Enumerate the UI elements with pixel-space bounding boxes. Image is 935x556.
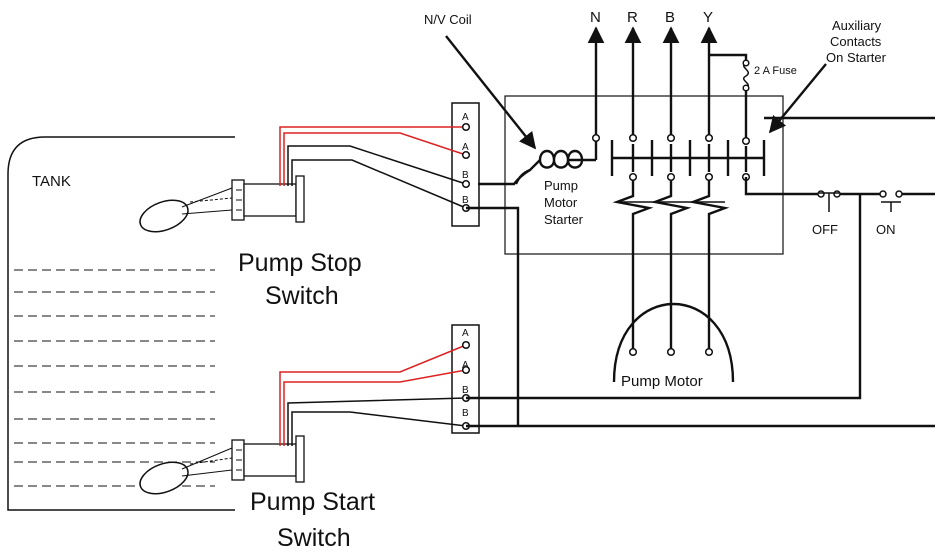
- svg-text:B: B: [462, 385, 469, 396]
- fuse-label: 2 A Fuse: [754, 65, 797, 77]
- pump-motor-starter-box: [504, 95, 784, 255]
- svg-text:B: B: [462, 170, 469, 181]
- pump-motor: [612, 230, 735, 383]
- svg-text:N: N: [590, 9, 601, 26]
- svg-text:A: A: [462, 112, 469, 123]
- off-button-label: OFF: [812, 222, 838, 237]
- svg-text:B: B: [462, 195, 469, 206]
- svg-text:B: B: [462, 408, 469, 419]
- on-button-label: ON: [876, 222, 896, 237]
- overload-elements: [612, 180, 730, 230]
- stop-float: [139, 199, 189, 233]
- control-circuit: [466, 116, 935, 428]
- upper-terminal-labels: A A B B: [462, 112, 469, 206]
- contactor-contacts: [610, 140, 766, 176]
- starter-label-3: Starter: [544, 212, 584, 227]
- starter-label-2: Motor: [544, 195, 578, 210]
- pump-start-switch-label-2: Switch: [277, 524, 351, 552]
- supply-lines: N R B Y: [587, 9, 718, 138]
- svg-text:A: A: [462, 142, 469, 153]
- start-float: [139, 461, 189, 495]
- aux-label-2: Contacts: [830, 34, 882, 49]
- pump-motor-label: Pump Motor: [621, 373, 703, 390]
- aux-label-1: Auxiliary: [832, 18, 882, 33]
- aux-label-3: On Starter: [826, 50, 887, 65]
- svg-text:Y: Y: [703, 9, 713, 26]
- pump-start-float-switch: [139, 435, 305, 495]
- pump-start-switch-label-1: Pump Start: [250, 488, 375, 516]
- lower-terminal-labels: A A B B: [462, 328, 469, 419]
- water-level-lines: [14, 269, 215, 487]
- nv-coil-arrow: [445, 35, 537, 150]
- fuse-2a: [709, 53, 750, 138]
- svg-text:A: A: [462, 360, 469, 371]
- nv-coil-label: N/V Coil: [424, 12, 472, 27]
- pump-stop-float-switch: [139, 175, 305, 233]
- svg-text:A: A: [462, 328, 469, 339]
- tank-outline: [7, 136, 235, 511]
- svg-text:B: B: [665, 9, 675, 26]
- aux-arrow: [768, 63, 827, 134]
- pump-stop-switch-label-1: Pump Stop: [238, 249, 362, 277]
- tank-label: TANK: [32, 173, 71, 190]
- pump-stop-switch-label-2: Switch: [265, 282, 339, 310]
- svg-text:R: R: [627, 9, 638, 26]
- starter-label-1: Pump: [544, 178, 578, 193]
- contactor-top-terminals: [591, 133, 751, 146]
